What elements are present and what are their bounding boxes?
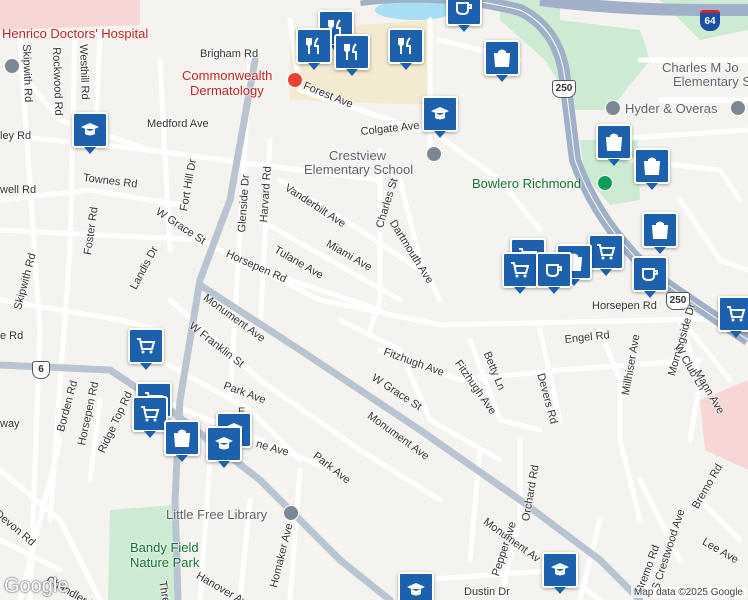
bandy-field-label[interactable]: Bandy Field [130,540,199,555]
commonwealth-dermatology-label[interactable]: Commonwealth [182,68,273,83]
business-pin-icon[interactable] [605,100,621,116]
restaurant-marker-icon[interactable] [388,28,424,70]
shopping-marker-icon[interactable] [634,148,670,190]
street-label: well Rd [0,184,37,196]
school-marker-icon[interactable] [398,572,434,600]
shopping-marker-icon[interactable] [484,40,520,82]
street-label: Westhill Rd [77,44,91,100]
street-label: Dustin Dr [464,586,510,598]
street-label: Horsepen Rd [592,300,657,312]
cafe-marker-icon[interactable] [632,256,668,298]
cafe-marker-icon[interactable] [536,252,572,294]
interstate-64-shield: 64 [700,10,720,31]
crestview-school-label-2[interactable]: Elementary School [304,162,414,177]
street-label: ley Rd [0,130,32,142]
bowlero-richmond-label[interactable]: Bowlero Richmond [472,176,582,191]
restaurant-marker-icon[interactable] [334,34,370,76]
little-free-library-label[interactable]: Little Free Library [166,507,268,522]
bowling-pin-icon[interactable] [597,175,613,191]
street-label: e Rd [0,330,24,342]
map-attribution[interactable]: Map data ©2025 Google [630,587,746,598]
hyder-overas-label[interactable]: Hyder & Overas [625,101,718,116]
cafe-marker-icon[interactable] [446,0,482,32]
hospital-area-east [700,380,748,470]
shopping-marker-icon[interactable] [596,124,632,166]
grocery-marker-icon[interactable] [718,296,748,338]
henrico-doctors-hospital-label[interactable]: Henrico Doctors' Hospital [2,26,149,41]
crestview-school-label[interactable]: Crestview [329,148,387,163]
street-label: Medford Ave [147,118,209,130]
school-marker-icon[interactable] [422,96,458,138]
bandy-field-label-2[interactable]: Nature Park [130,555,200,570]
water-pond [375,0,455,20]
grocery-marker-icon[interactable] [132,396,168,438]
school-pin-icon[interactable] [426,146,442,162]
street-label: Skipwith Rd [20,44,35,103]
grocery-marker-icon[interactable] [588,234,624,276]
library-pin-icon[interactable] [283,505,299,521]
grocery-marker-icon[interactable] [502,252,538,294]
us-250-shield: 250 [666,292,690,310]
school-pin-icon[interactable] [4,58,20,74]
street-label: Brigham Rd [200,48,259,60]
charles-johnson-school-label[interactable]: Charles M Jo [662,60,739,75]
grocery-marker-icon[interactable] [128,328,164,370]
shopping-marker-icon[interactable] [642,212,678,254]
google-logo: Google [4,575,69,597]
va-6-shield: 6 [32,361,50,379]
school-pin-icon[interactable] [730,100,746,116]
street-label: way [0,418,20,430]
street-label: Rockwood Rd [50,47,65,116]
us-250-shield: 250 [552,80,576,98]
hospital-pin-icon[interactable] [287,72,303,88]
school-marker-icon[interactable] [72,112,108,154]
shopping-marker-icon[interactable] [164,420,200,462]
school-marker-icon[interactable] [542,552,578,594]
bandy-field-park-area [108,505,180,600]
commonwealth-dermatology-label-2[interactable]: Dermatology [190,83,264,98]
hospital-area-west [0,0,140,30]
school-marker-icon[interactable] [206,426,242,468]
restaurant-marker-icon[interactable] [296,28,332,70]
charles-johnson-school-label-2[interactable]: Elementary S [673,74,748,89]
